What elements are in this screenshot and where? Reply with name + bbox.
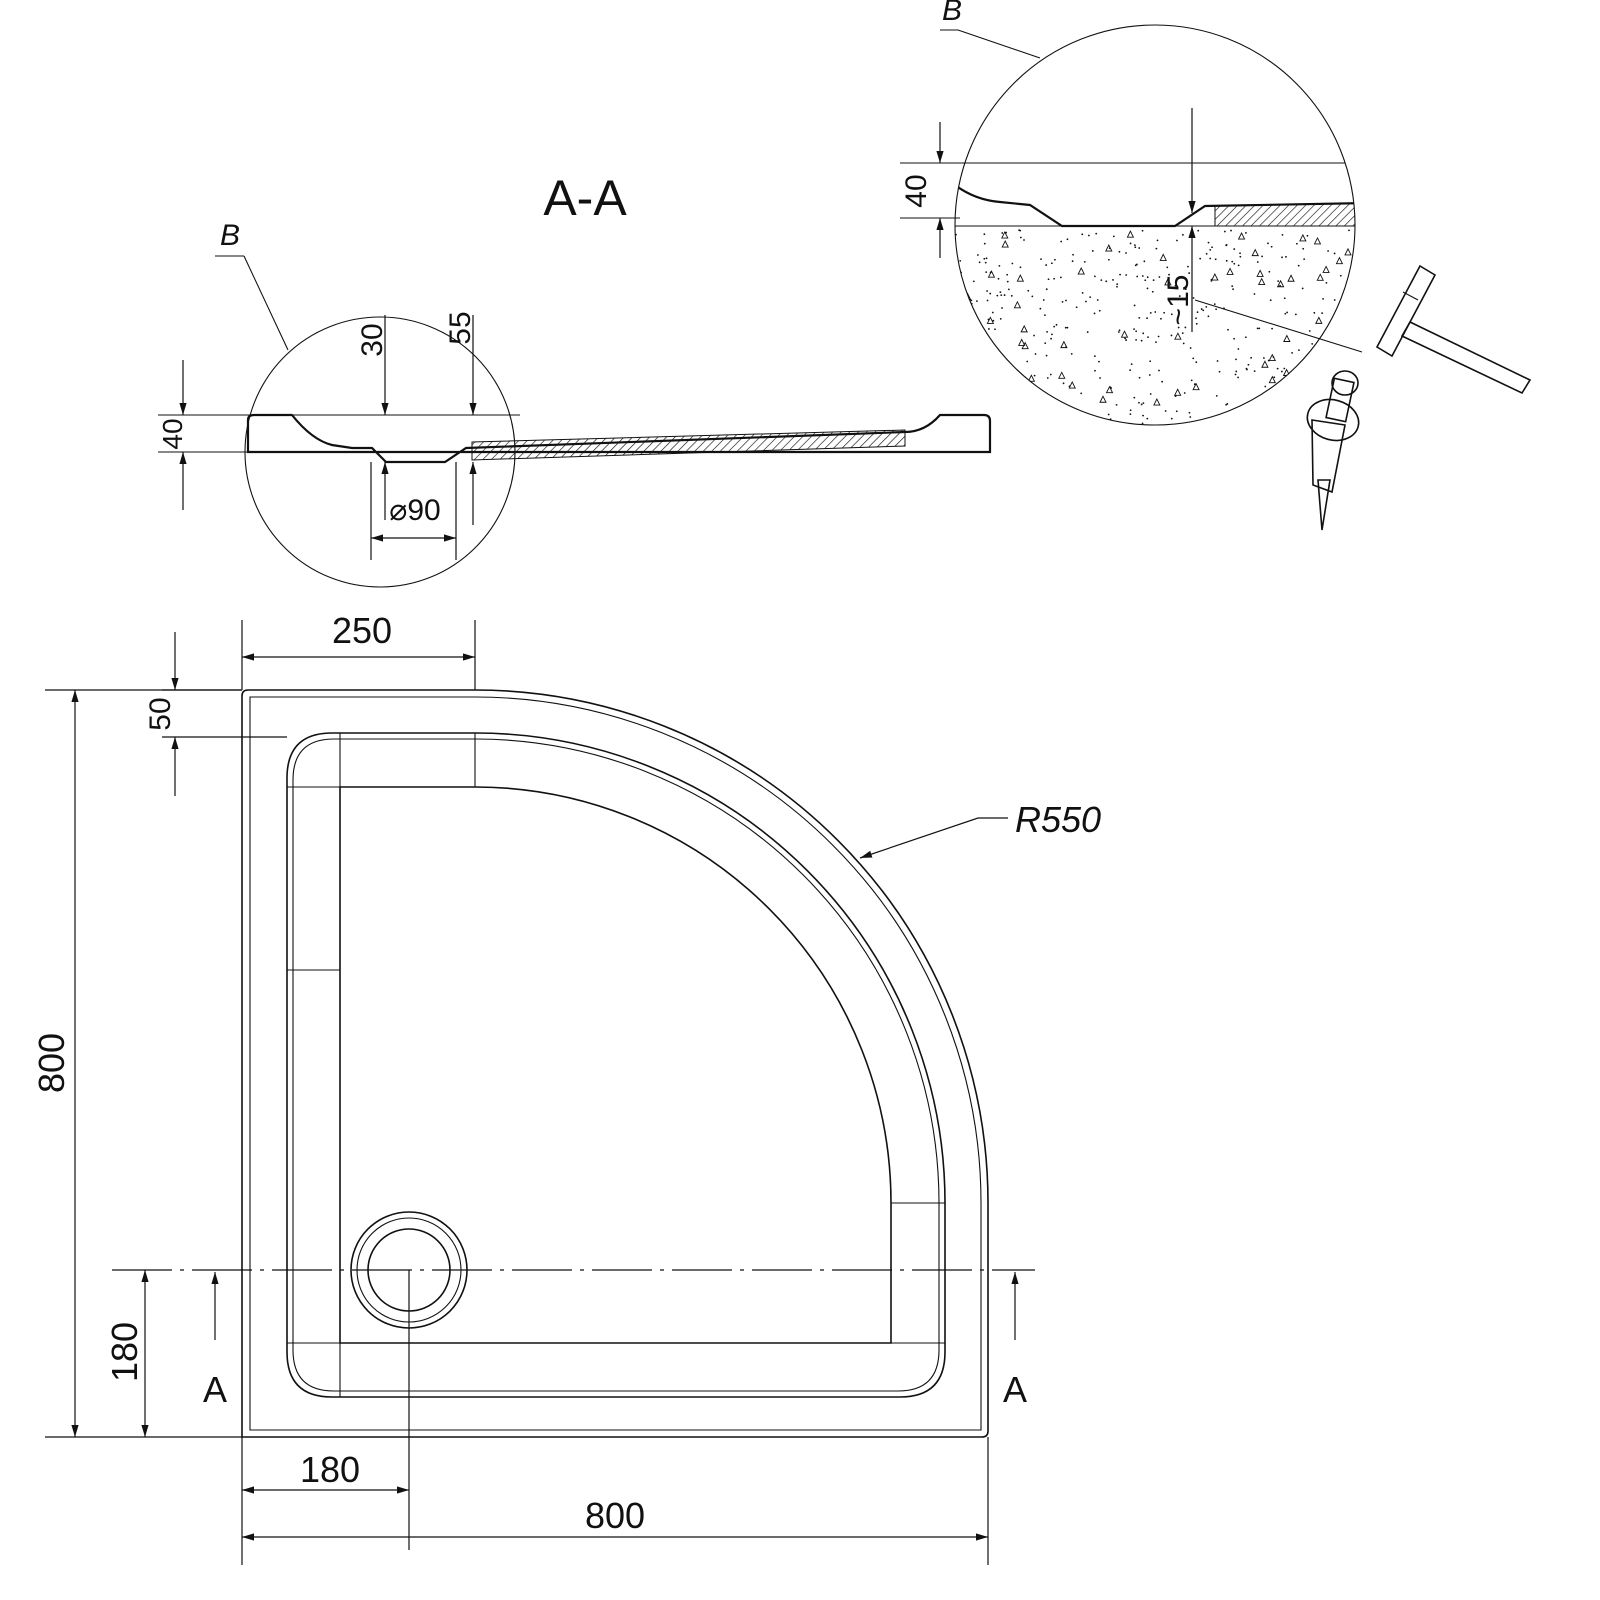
dim-top-width: 250 xyxy=(332,610,392,651)
dim-detail-height: 40 xyxy=(900,174,933,207)
dim-height-total: 800 xyxy=(31,1033,72,1093)
dim-concrete-depth: ~15 xyxy=(1162,275,1195,326)
anchor-nail-icon xyxy=(1306,370,1360,531)
concrete-area xyxy=(955,220,1355,425)
dim-width-total: 800 xyxy=(585,1495,645,1536)
dim-drain-diameter: ⌀90 xyxy=(389,494,440,527)
detail-view: B 40 ~15 xyxy=(900,0,1532,531)
tray-outline xyxy=(241,689,989,1438)
plan-view: A A 250 50 800 180 180 800 R550 xyxy=(31,610,1101,1565)
dim-section-height: 40 xyxy=(157,418,188,449)
section-title: A-A xyxy=(543,170,627,226)
dim-drain-y: 180 xyxy=(104,1322,145,1382)
detail-b-circle xyxy=(244,316,516,588)
dim-rim: 50 xyxy=(144,697,177,730)
hammer-icon xyxy=(1375,264,1532,395)
section-view: A-A B 40 30 55 ⌀90 xyxy=(157,170,992,588)
dim-drain-x: 180 xyxy=(300,1449,360,1490)
detail-title: B xyxy=(942,0,962,27)
basin-rim xyxy=(286,732,946,1398)
hatched-fill xyxy=(471,429,906,461)
detail-label: B xyxy=(220,219,240,252)
detail-circle xyxy=(954,24,1356,426)
concrete-texture xyxy=(955,229,1355,425)
section-mark-left: A xyxy=(203,1369,227,1410)
dim-radius: R550 xyxy=(1015,799,1101,840)
detail-leader xyxy=(243,255,289,351)
dim-30: 30 xyxy=(356,323,389,356)
basin-floor xyxy=(339,786,892,1344)
section-mark-right: A xyxy=(1003,1369,1027,1410)
dim-55: 55 xyxy=(444,311,477,344)
